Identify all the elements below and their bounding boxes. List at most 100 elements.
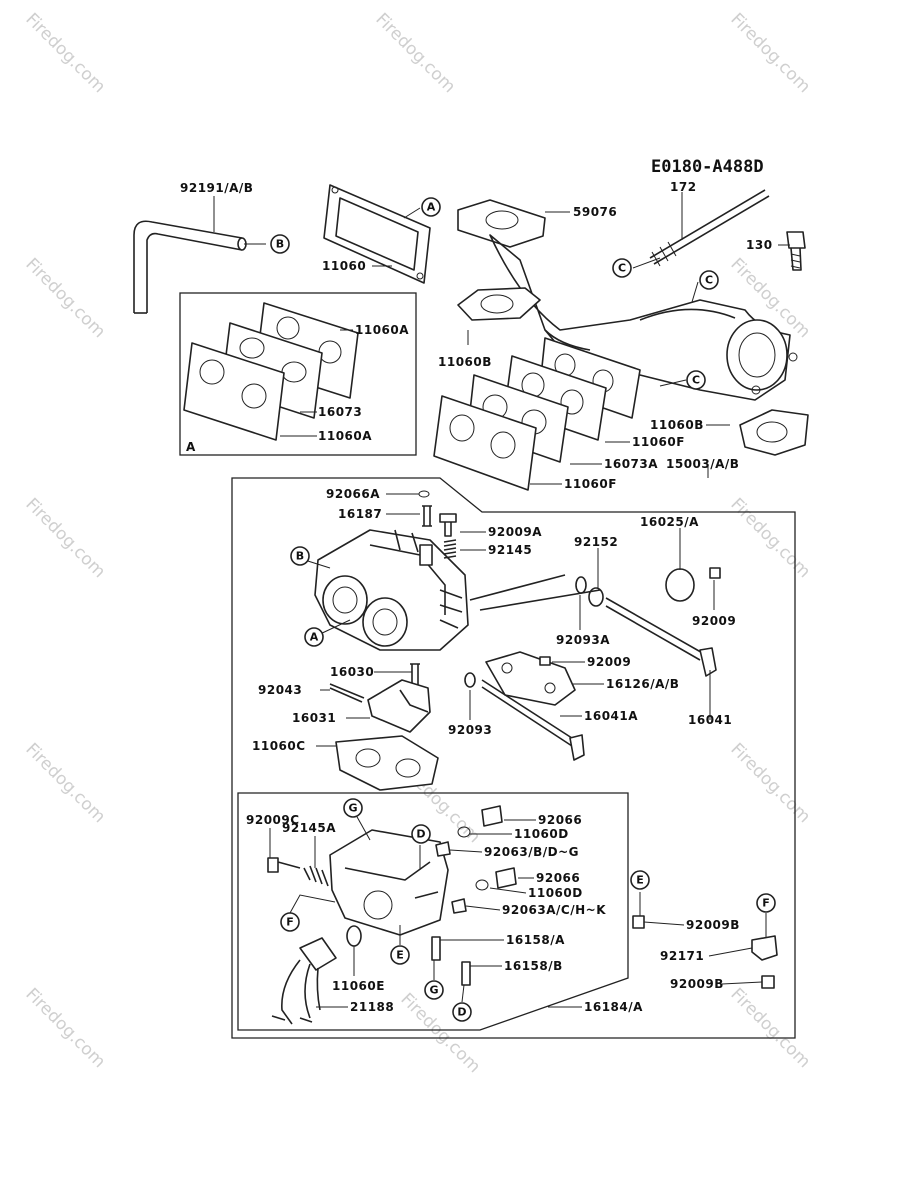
part-label: 16158/A bbox=[506, 933, 565, 947]
part-label: 92063/B/D~G bbox=[484, 845, 579, 859]
gasket-set-box-a bbox=[183, 302, 359, 441]
choke-shaft-16041a bbox=[481, 679, 576, 747]
part-label: 15003/A/B bbox=[666, 457, 739, 471]
watermark: Firedog.com bbox=[726, 494, 814, 582]
screw-16158-b bbox=[461, 961, 471, 986]
part-label: 92009 bbox=[692, 614, 736, 628]
part-label: 92009A bbox=[488, 525, 542, 539]
seal-92152 bbox=[588, 587, 604, 607]
spring-92145 bbox=[443, 539, 457, 559]
choke-plate bbox=[485, 651, 576, 706]
part-label: 92066A bbox=[326, 487, 380, 501]
float-bowl bbox=[329, 829, 449, 936]
breather-hose bbox=[133, 220, 247, 314]
part-label: 11060F bbox=[632, 435, 685, 449]
part-label: 11060A bbox=[318, 429, 372, 443]
watermark: Firedog.com bbox=[21, 739, 109, 827]
part-label: 92171 bbox=[660, 949, 704, 963]
plug-92066-lower bbox=[495, 867, 517, 889]
watermark: Firedog.com bbox=[726, 984, 814, 1072]
washer-11060d-lower bbox=[475, 879, 489, 891]
seal-92093a bbox=[575, 576, 587, 594]
watermark: Firedog.com bbox=[21, 254, 109, 342]
washer-11060d-upper bbox=[457, 826, 471, 838]
part-label: 92009 bbox=[587, 655, 631, 669]
callout-d: D bbox=[416, 828, 425, 841]
part-label: 92066 bbox=[536, 871, 580, 885]
callout-a: A bbox=[427, 201, 436, 214]
screw-92009-throttle bbox=[709, 567, 721, 579]
gasket-11060b-left bbox=[457, 287, 541, 321]
part-label: 16073A bbox=[604, 457, 658, 471]
part-labels: 92191/A/B 11060 59076 172 130 11060A 160… bbox=[180, 180, 772, 1014]
part-label: 92043 bbox=[258, 683, 302, 697]
spacer-gasket-stack bbox=[433, 337, 641, 491]
screw-16158-a bbox=[431, 936, 441, 961]
part-label: 16073 bbox=[318, 405, 362, 419]
watermark: Firedog.com bbox=[726, 739, 814, 827]
part-label: 92093A bbox=[556, 633, 610, 647]
part-label: 16041A bbox=[584, 709, 638, 723]
carburetor-frame bbox=[231, 477, 796, 1039]
part-label: 16126/A/B bbox=[606, 677, 679, 691]
callout-g: G bbox=[429, 984, 438, 997]
pin-92043 bbox=[329, 683, 365, 703]
callout-c: C bbox=[692, 374, 700, 387]
part-label: 11060E bbox=[332, 979, 385, 993]
watermark: Firedog.com bbox=[371, 9, 459, 97]
part-label: 92152 bbox=[574, 535, 618, 549]
callout-a: A bbox=[310, 631, 319, 644]
screw-92009b-upper bbox=[632, 915, 645, 929]
bracket-92171 bbox=[751, 935, 778, 961]
part-label: 16187 bbox=[338, 507, 382, 521]
watermark: Firedog.com bbox=[21, 984, 109, 1072]
detail-box-label: A bbox=[186, 440, 196, 454]
part-label: 16030 bbox=[330, 665, 374, 679]
part-label: 11060A bbox=[355, 323, 409, 337]
part-label: 92145 bbox=[488, 543, 532, 557]
callout-circles: A B C C C B A G D F E G D E F bbox=[270, 197, 776, 1022]
diagram-code: E0180-A488D bbox=[651, 157, 764, 177]
part-label: 172 bbox=[670, 180, 697, 194]
watermark: Firedog.com bbox=[21, 494, 109, 582]
callout-e: E bbox=[636, 874, 644, 887]
part-label: 16184/A bbox=[584, 1000, 643, 1014]
part-label: 11060B bbox=[438, 355, 492, 369]
screw-92009b-lower bbox=[761, 975, 775, 989]
throttle-valve-16025 bbox=[665, 568, 695, 602]
gasket-11060 bbox=[323, 184, 431, 284]
part-label: 92093 bbox=[448, 723, 492, 737]
callout-f: F bbox=[286, 916, 294, 929]
part-label: 59076 bbox=[573, 205, 617, 219]
screw-92009c bbox=[267, 857, 301, 873]
callout-c: C bbox=[705, 274, 713, 287]
watermark: Firedog.com bbox=[396, 989, 484, 1077]
part-label: 92009C bbox=[246, 813, 300, 827]
callout-b: B bbox=[276, 238, 284, 251]
watermark: Firedog.com bbox=[726, 9, 814, 97]
part-label: 16041 bbox=[688, 713, 732, 727]
part-label: 11060D bbox=[528, 886, 583, 900]
part-label: 16031 bbox=[292, 711, 336, 725]
part-label: 21188 bbox=[350, 1000, 394, 1014]
gasket-11060b-right bbox=[739, 409, 809, 456]
part-label: 92191/A/B bbox=[180, 181, 253, 195]
callout-e: E bbox=[396, 949, 404, 962]
part-label: 11060F bbox=[564, 477, 617, 491]
part-label: 92066 bbox=[538, 813, 582, 827]
screw-16187 bbox=[422, 505, 432, 527]
ring-92066a bbox=[418, 490, 430, 498]
throttle-shaft-16041 bbox=[605, 597, 707, 661]
float-bowl-gasket bbox=[335, 735, 439, 791]
detail-box-a bbox=[179, 292, 417, 456]
part-label: 92145A bbox=[282, 821, 336, 835]
leader-lines bbox=[213, 192, 790, 1008]
carburetor-body bbox=[314, 529, 469, 651]
float-bowl-frame bbox=[237, 792, 629, 1031]
part-label: 11060 bbox=[322, 259, 366, 273]
seal-92093 bbox=[464, 672, 476, 688]
part-label: 92009B bbox=[670, 977, 724, 991]
part-label: 11060B bbox=[650, 418, 704, 432]
plug-92066-upper bbox=[481, 805, 503, 827]
intake-manifold bbox=[457, 199, 798, 401]
